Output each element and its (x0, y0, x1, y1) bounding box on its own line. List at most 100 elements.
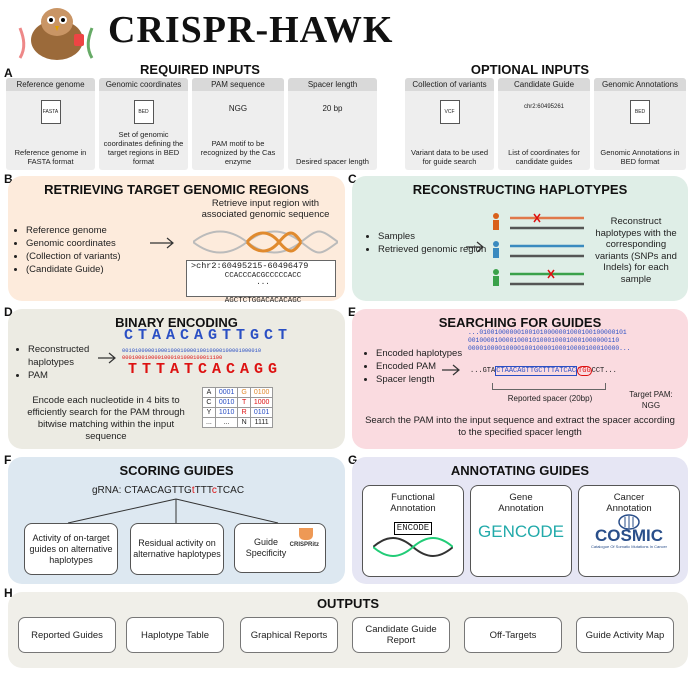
hawk-logo (14, 0, 100, 60)
card-header: Spacer length (288, 78, 377, 91)
panel-title: ANNOTATING GUIDES (450, 463, 590, 478)
list-item: (Collection of variants) (26, 250, 121, 263)
seq-prefix: ...GTA (470, 367, 496, 375)
pam-label: Target PAM: NGG (629, 390, 673, 410)
cosmic-subtitle: Catalogue Of Somatic Mutations In Cancer (590, 544, 668, 549)
panel-label-f: F (4, 453, 12, 467)
encode-logo: ENCODE (393, 522, 433, 535)
output-reported-guides: Reported Guides (18, 617, 116, 653)
sequence-box: >chr2:60495215-60496479 CCACCCACGCCCCCAC… (186, 260, 336, 297)
table-cell: 1111 (249, 417, 274, 428)
bed-file-icon: BED (133, 100, 154, 124)
table-cell: G (237, 387, 251, 398)
table-cell: R (237, 407, 251, 418)
panel-retrieving-regions: RETRIEVING TARGET GENOMIC REGIONS Refere… (8, 176, 345, 305)
person-icon (493, 213, 499, 219)
output-guide-activity-map: Guide Activity Map (576, 617, 674, 653)
vcf-file-icon: VCF (439, 100, 460, 124)
cancer-annotation-card: Cancer Annotation COSMIC Catalogue Of So… (578, 485, 680, 577)
bit-line: ...0100100000010010100000010001001000001… (468, 329, 627, 336)
panel-title: RETRIEVING TARGET GENOMIC REGIONS (44, 182, 309, 197)
bottom-sequence: TTTATCACAGG (128, 361, 283, 378)
list-item: Reference genome (26, 224, 121, 237)
bit-string: 0010100000100010001000010010000100001000… (122, 348, 262, 354)
input-card-candidate-guide: Candidate Guide chr2:60495261 List of co… (498, 78, 590, 170)
gene-annotation-card: Gene Annotation GENCODE (470, 485, 572, 577)
card-header: Gene Annotation (498, 492, 544, 514)
dna-helix-icon (193, 230, 338, 254)
spacer-length-value: 20 bp (322, 104, 343, 113)
retrieve-note: Retrieve input region with associated ge… (201, 198, 330, 220)
card-header: Genomic coordinates (99, 78, 188, 91)
input-card-genomic-coordinates: Genomic coordinates BED Set of genomic c… (99, 78, 188, 170)
input-list: Reconstructed haplotypes PAM (16, 343, 108, 382)
hawk-mascot-icon (18, 8, 94, 60)
table-cell: 0010 (214, 397, 239, 408)
panel-label-d: D (4, 305, 13, 319)
card-header: Reference genome (6, 78, 95, 91)
list-item: Retrieved genomic region (378, 243, 488, 256)
bit-line: 0010000100001000101000100010001000000110 (468, 337, 620, 344)
table-cell: C (202, 397, 216, 408)
panel-label-g: G (348, 453, 358, 467)
activity-on-target-box: Activity of on-target guides on alternat… (24, 523, 118, 575)
input-card-collection-of-variants: Collection of variants VCF Variant data … (405, 78, 494, 170)
spacer-bracket (492, 383, 606, 390)
panel-title: OUTPUTS (316, 596, 380, 611)
card-description: Desired spacer length (296, 157, 369, 166)
panel-label-c: C (348, 172, 357, 186)
table-cell: 0001 (214, 387, 239, 398)
required-inputs-heading: REQUIRED INPUTS (140, 62, 260, 77)
page-title: CRISPR-HAWK (108, 9, 394, 51)
card-header: PAM sequence (192, 78, 284, 91)
card-description: PAM motif to be recognized by the Cas en… (200, 139, 276, 166)
input-card-reference-genome: Reference genome FASTA Reference genome … (6, 78, 95, 170)
fasta-file-icon: FASTA (40, 100, 61, 124)
input-list: Encoded haplotypes Encoded PAM Spacer le… (364, 347, 464, 386)
list-item: PAM (28, 369, 108, 382)
panel-label-h: H (4, 586, 13, 600)
card-description: Set of genomic coordinates defining the … (103, 130, 184, 166)
gencode-logo: GENCODE (478, 522, 564, 541)
panel-title: SCORING GUIDES (119, 463, 234, 478)
card-header: Candidate Guide (498, 78, 590, 91)
cocktail-icon (299, 528, 313, 540)
table-cell: Y (202, 407, 216, 418)
list-item: Encoded PAM (376, 360, 464, 373)
sequence-line: AGCTCTGGACACACAGC (224, 297, 302, 305)
input-card-genomic-annotations: Genomic Annotations BED Genomic Annotati… (594, 78, 686, 170)
card-header: Collection of variants (405, 78, 494, 91)
list-item: Reconstructed haplotypes (28, 343, 108, 369)
panel-label-e: E (348, 305, 357, 319)
arrow-icon (442, 364, 460, 376)
input-list: Reference genome Genomic coordinates (Co… (14, 224, 121, 276)
input-card-spacer-length: Spacer length 20 bp Desired spacer lengt… (288, 78, 377, 170)
card-description: List of coordinates for candidate guides (508, 148, 580, 166)
bit-line: 0000100001000010010000100010000100010000… (468, 345, 631, 352)
grna-sequence: gRNA: CTAACAGTTGtTTTcTCAC (92, 485, 244, 496)
region-coordinates: >chr2:60495215-60496479 (191, 261, 309, 271)
grna-part: TTT (194, 485, 212, 496)
person-icon (493, 241, 499, 247)
table-cell: 0100 (249, 387, 274, 398)
card-description: Variant data to be used for guide search (411, 148, 488, 166)
grna-variant: t (191, 485, 195, 496)
panel-searching-guides: SEARCHING FOR GUIDES Encoded haplotypes … (352, 309, 688, 449)
seq-suffix: CCT... (591, 367, 617, 375)
encoding-note: Encode each nucleotide in 4 bits to effi… (27, 395, 185, 442)
table-cell: A (202, 387, 216, 398)
residual-activity-box: Residual activity on alternative haploty… (130, 523, 224, 575)
panel-reconstructing-haplotypes: RECONSTRUCTING HAPLOTYPES Samples Retrie… (352, 176, 688, 301)
table-cell: 1010 (214, 407, 239, 418)
panel-annotating-guides: ANNOTATING GUIDES Functional Annotation … (352, 457, 688, 584)
bed-file-icon: BED (630, 100, 650, 124)
panel-label-b: B (4, 172, 13, 186)
card-description: Reference genome in FASTA format (14, 148, 87, 166)
panel-binary-encoding: BINARY ENCODING Reconstructed haplotypes… (8, 309, 345, 449)
input-list: Samples Retrieved genomic region (366, 230, 488, 256)
dna-helix-icon (373, 537, 453, 557)
panel-title: BINARY ENCODING (115, 315, 238, 330)
bit-string: 0001000100001000101000100011100 (122, 355, 223, 361)
